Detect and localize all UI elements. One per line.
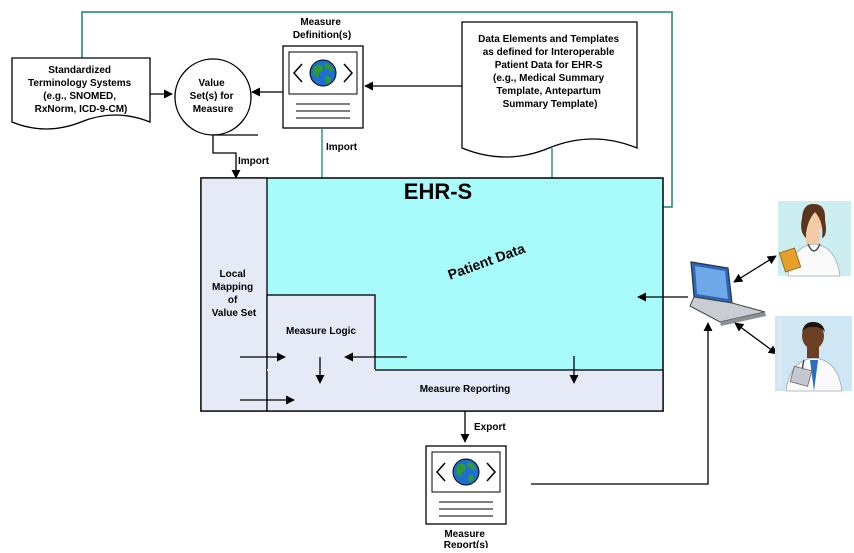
local-mapping-panel <box>200 177 268 412</box>
import-label-left: Import <box>238 156 270 167</box>
laptop-doctor2-arrow <box>734 322 778 355</box>
valueset-import-arrow <box>212 135 241 179</box>
data-elements-line: Patient Data for EHR-S <box>495 60 603 71</box>
import-label-right: Import <box>326 142 358 153</box>
report-to-laptop-arrow <box>531 322 713 485</box>
terminology-systems-document: Standardized Terminology Systems (e.g., … <box>11 57 151 130</box>
data-elements-line: Template, Antepartum <box>496 86 601 97</box>
measure-logic-label: Measure Logic <box>286 326 356 337</box>
measure-report-label: Measure Report(s) <box>444 529 488 548</box>
value-set-line: Set(s) for <box>190 91 234 102</box>
value-set-line: Measure <box>193 104 234 115</box>
terminology-line: Terminology Systems <box>28 78 132 89</box>
globe-document-icon <box>309 59 337 87</box>
value-set-line: Value <box>199 78 226 89</box>
laptop-doctor1-arrow <box>733 255 777 283</box>
globe-document-icon <box>452 458 480 486</box>
value-set-circle: Value Set(s) for Measure <box>174 58 258 136</box>
data-elements-line: as defined for Interoperable <box>483 47 615 58</box>
male-doctor-icon <box>775 316 852 392</box>
local-mapping-label: Local Mapping of Value Set <box>212 269 257 319</box>
terminology-line: Standardized <box>48 65 111 76</box>
svg-text:Standardized Terminology: Standardized Terminology Systems (e.g., … <box>28 65 134 115</box>
measure-reporting-panel <box>266 369 664 412</box>
female-doctor-icon <box>778 201 851 277</box>
svg-text:Value Set(s) for M: Value Set(s) for Measure <box>190 78 237 115</box>
export-label: Export <box>474 422 506 433</box>
terminology-line: (e.g., SNOMED, <box>43 91 116 102</box>
ehr-title: EHR-S <box>404 179 472 204</box>
svg-text:Data Elements and Templates: Data Elements and Templates as defined f… <box>478 34 622 110</box>
laptop-icon <box>689 261 766 326</box>
measure-definition-label: Measure Definition(s) <box>293 17 351 41</box>
ehr-system-box <box>200 177 664 412</box>
data-elements-line: (e.g., Medical Summary <box>493 73 605 84</box>
data-elements-document: Data Elements and Templates as defined f… <box>461 21 638 158</box>
measure-definition-document <box>282 45 364 129</box>
measure-report-document <box>425 445 507 525</box>
data-elements-line: Data Elements and Templates <box>478 34 619 45</box>
terminology-line: RxNorm, ICD-9-CM) <box>35 104 128 115</box>
data-elements-line: Summary Template) <box>503 99 598 110</box>
measure-reporting-label: Measure Reporting <box>420 384 511 395</box>
